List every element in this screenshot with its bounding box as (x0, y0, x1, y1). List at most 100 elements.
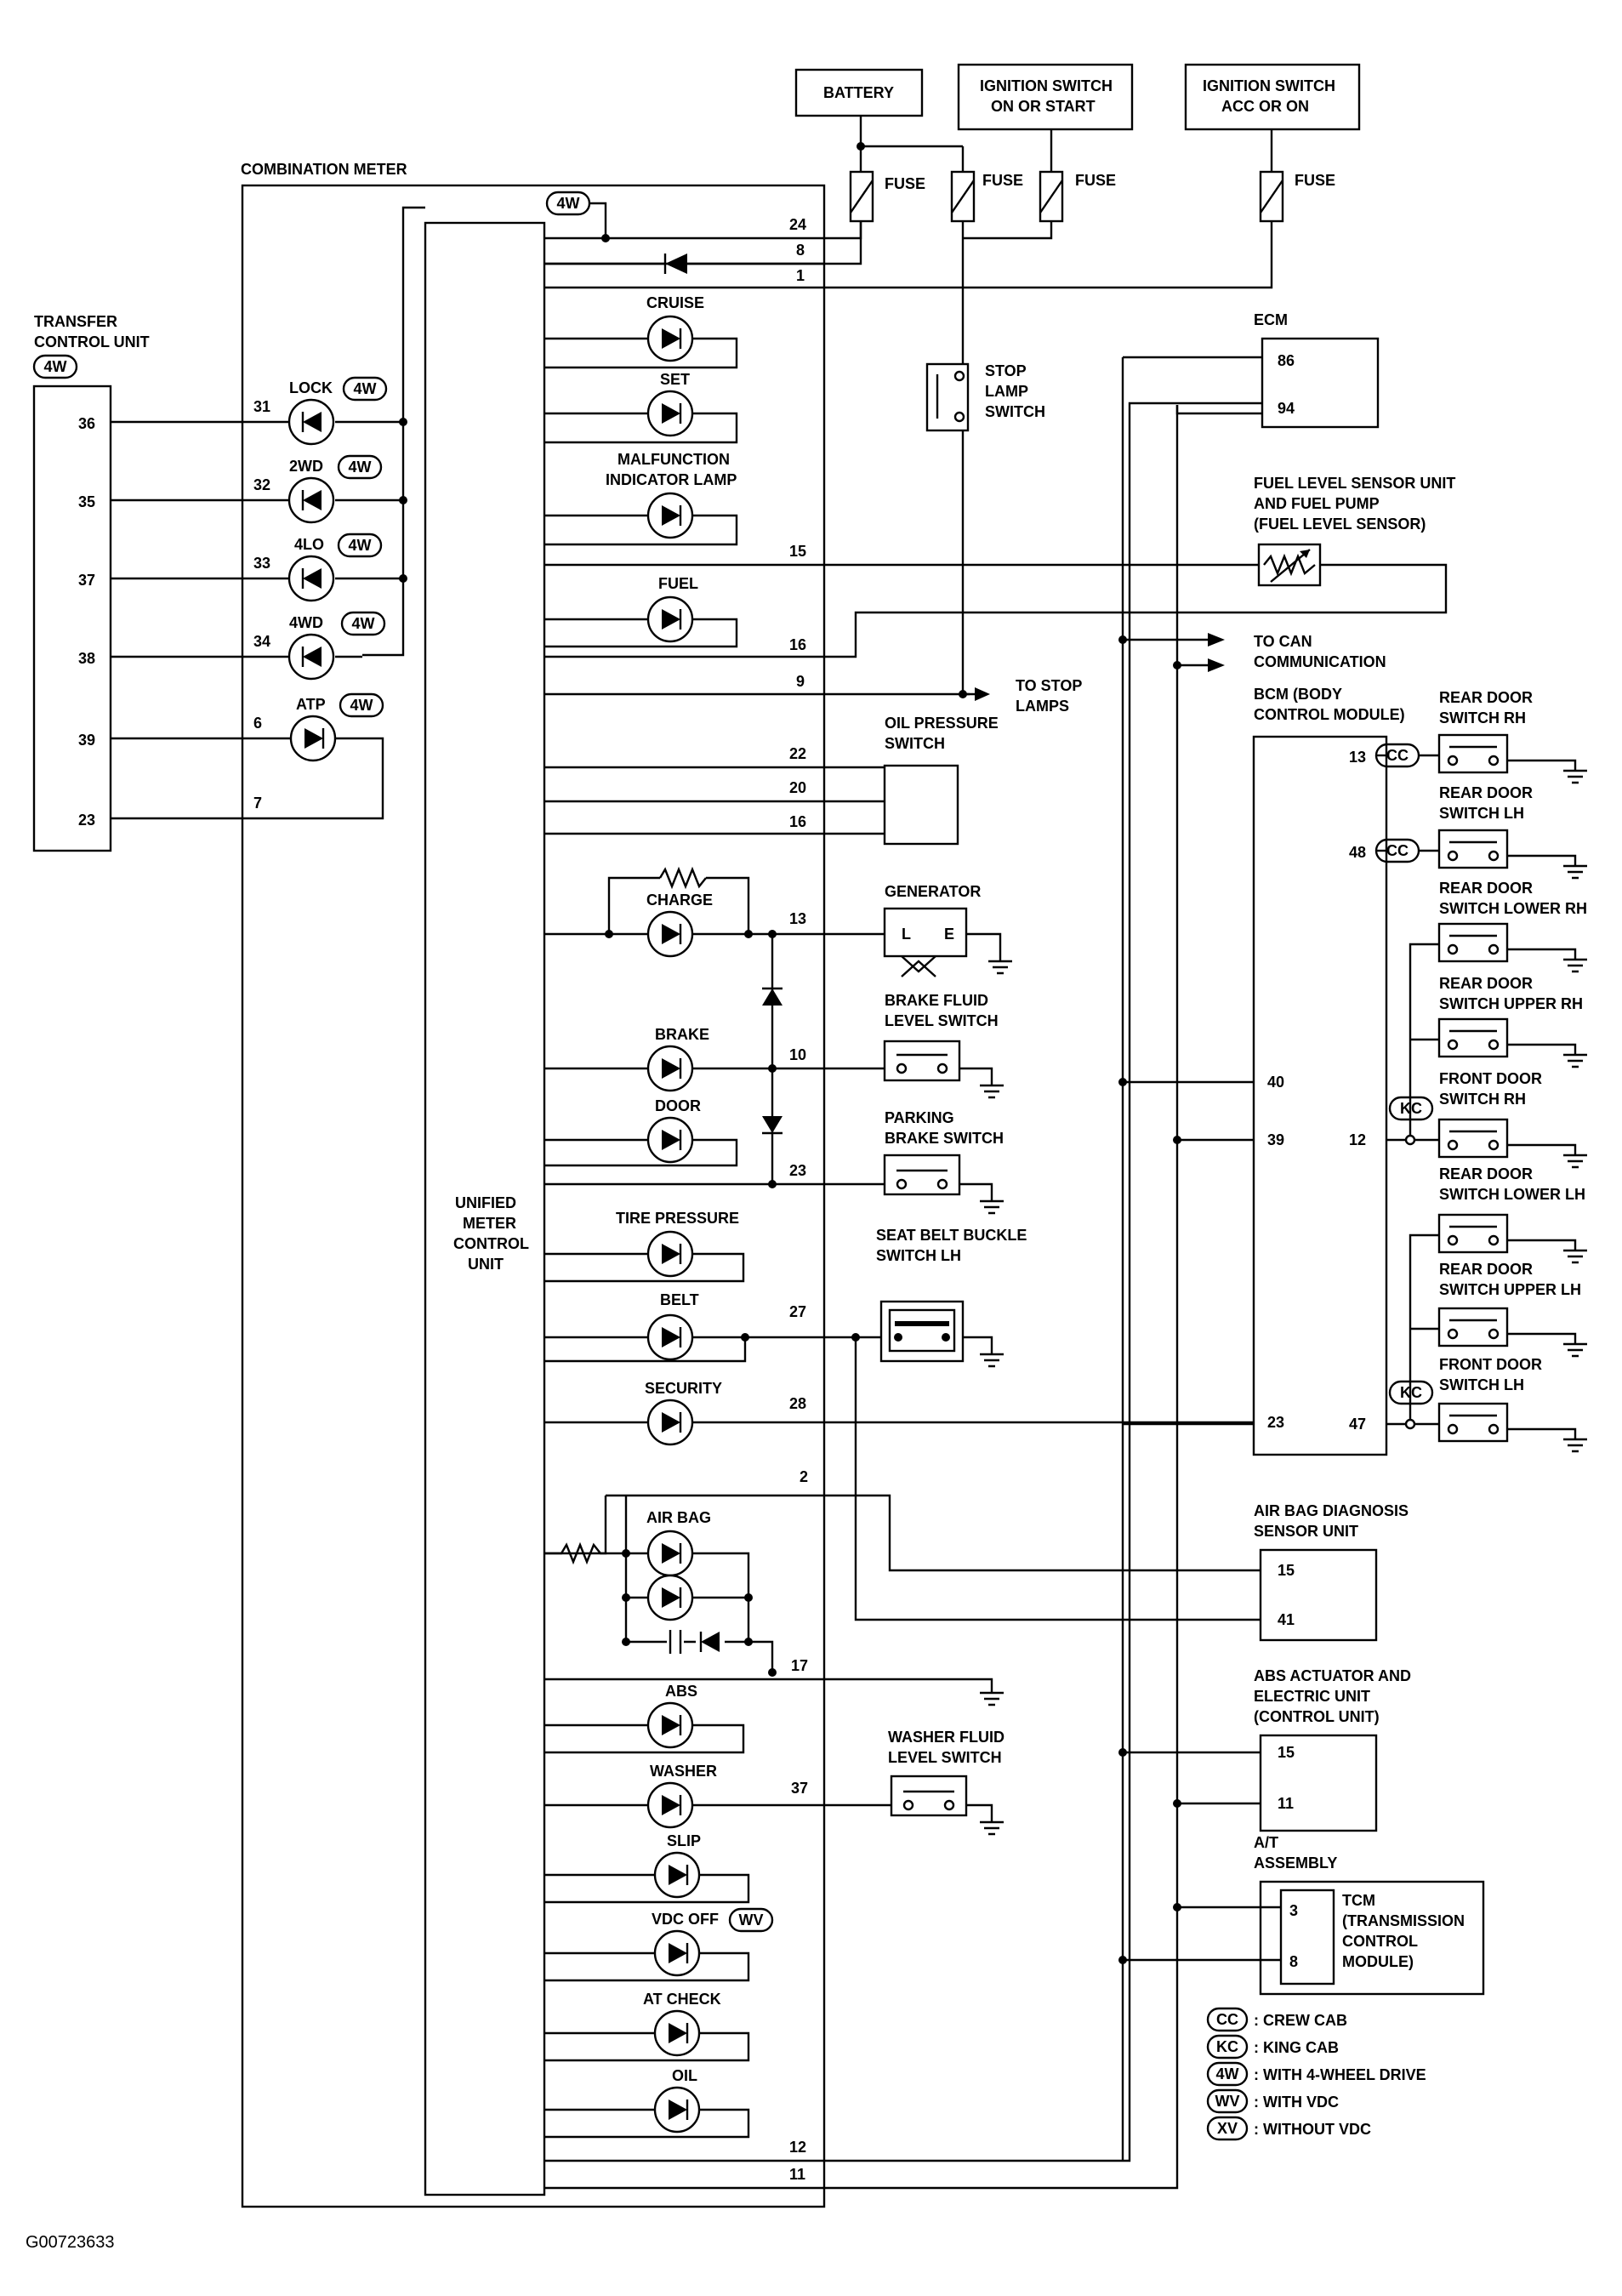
transfer-pin-labels: 36 35 37 38 39 23 (78, 415, 95, 829)
door-switch-label: FRONT DOOR (1439, 1070, 1542, 1087)
stop-lamp-label-3: SWITCH (985, 403, 1045, 420)
junction-dot (1118, 1078, 1127, 1086)
umcu-label-4: UNIT (468, 1256, 504, 1273)
svg-text:1: 1 (796, 267, 805, 284)
bcm-pin-40: 40 (1267, 1074, 1284, 1091)
brake-fluid-label-1: BRAKE FLUID (885, 992, 988, 1009)
meter-pin-7: 7 (253, 795, 262, 812)
svg-text:39: 39 (78, 732, 95, 749)
code-tag-4w: 4W (32, 354, 78, 379)
ignition-acc-on-box (1184, 63, 1361, 131)
indicator-label-2wd: 2WD (289, 458, 323, 475)
connector-terminal (1404, 1134, 1416, 1146)
wire-vdc-off (544, 1951, 750, 1982)
tcm-connector-box (1279, 1889, 1335, 1985)
wire-oil-pins (544, 766, 885, 835)
svg-text:4W: 4W (557, 195, 580, 212)
oil-pressure-switch-box (883, 764, 959, 846)
svg-text:4W: 4W (352, 615, 375, 632)
door-switch-label: SWITCH LOWER RH (1439, 900, 1587, 917)
wire-seat-belt-ground (963, 1336, 993, 1354)
wire-can (1123, 638, 1208, 667)
code-tag-wv: WV (728, 1907, 774, 1933)
ground-icon (1563, 1342, 1587, 1358)
wire-ign-link (963, 221, 1053, 240)
meter-pin-6: 6 (253, 715, 262, 732)
indicator-label-at-check: AT CHECK (643, 1991, 721, 2008)
legend-code-tag (1206, 2116, 1249, 2141)
battery-box (794, 68, 924, 117)
wire-brake-fluid-ground (959, 1067, 993, 1085)
ground-icon (1563, 958, 1587, 973)
indicator-lamp-icon (287, 633, 335, 681)
airbag-pin-15: 15 (1278, 1562, 1295, 1579)
code-tag-4w: 4W (339, 692, 384, 718)
indicator-lamp-icon (646, 1116, 694, 1164)
junction-dot (622, 1593, 630, 1602)
wire-abs (544, 1723, 745, 1754)
indicator-label-4lo: 4LO (294, 536, 324, 553)
ground-icon (1563, 1249, 1587, 1264)
indicator-lamp-icon (653, 2086, 701, 2134)
figure-id: G00723633 (26, 2233, 115, 2252)
wire-door-ground (1507, 948, 1577, 960)
junction-dot (1173, 1136, 1181, 1144)
svg-text:CC: CC (1386, 842, 1409, 859)
wire-door-ground (1507, 854, 1577, 866)
svg-text:15: 15 (789, 543, 806, 560)
indicator-label-brake: BRAKE (655, 1026, 709, 1043)
ground-icon (1563, 864, 1587, 880)
wire-oil (544, 2108, 750, 2139)
bcm-label-2: CONTROL MODULE) (1254, 706, 1405, 723)
meter-pin-32: 32 (253, 476, 270, 493)
svg-text:4W: 4W (349, 459, 372, 476)
code-tag-4w: 4W (340, 611, 386, 636)
legend-code: 4W (1216, 2065, 1239, 2082)
ground-icon (1563, 1154, 1587, 1169)
to-stop-lamps-label-2: LAMPS (1016, 698, 1069, 715)
wire-airbag-left (544, 1496, 607, 1555)
svg-text:23: 23 (78, 812, 95, 829)
door-switch-icon (1437, 1307, 1509, 1347)
ground-icon (980, 1199, 1004, 1215)
junction-dot (601, 234, 610, 242)
svg-text:4W: 4W (44, 358, 67, 375)
bcm-label-1: BCM (BODY (1254, 686, 1342, 703)
wire-pin-8 (680, 221, 862, 265)
airbag-diagnosis-unit-box (1259, 1548, 1378, 1642)
seat-belt-buckle-switch (879, 1300, 965, 1363)
door-switch-icon (1437, 922, 1509, 963)
svg-text:KC: KC (1400, 1100, 1422, 1117)
at-assembly-label-1: A/T (1254, 1834, 1278, 1851)
indicator-label-security: SECURITY (645, 1380, 722, 1397)
svg-text:17: 17 (791, 1657, 808, 1674)
wire-pin-1 (544, 221, 1273, 289)
indicator-lamp-icon (289, 715, 337, 762)
abs-actuator-unit-box (1259, 1734, 1378, 1832)
fuel-sensor-label-2: AND FUEL PUMP (1254, 495, 1380, 512)
indicator-label-washer: WASHER (650, 1763, 717, 1780)
brake-fluid-label-2: LEVEL SWITCH (885, 1012, 999, 1029)
ignition-acc-on-label-2: ACC OR ON (1221, 98, 1309, 115)
fuel-sensor-label-3: (FUEL LEVEL SENSOR) (1254, 516, 1426, 533)
door-switch-label: SWITCH LH (1439, 805, 1524, 822)
svg-text:12: 12 (789, 2139, 806, 2156)
indicator-label-slip: SLIP (667, 1832, 701, 1849)
legend-text: : CREW CAB (1254, 2012, 1347, 2029)
svg-text:28: 28 (789, 1395, 806, 1412)
wire-cruise (544, 337, 738, 369)
at-assembly-label-2: ASSEMBLY (1254, 1854, 1337, 1872)
legend-code: CC (1216, 2011, 1238, 2028)
svg-text:22: 22 (789, 745, 806, 762)
svg-text:16: 16 (789, 636, 806, 653)
indicator-label-airbag: AIR BAG (646, 1509, 711, 1526)
junction-dot (1118, 1956, 1127, 1964)
door-switch-label: SWITCH LOWER LH (1439, 1186, 1585, 1203)
junction-dot (622, 1638, 630, 1646)
wire-door-ground (1507, 1239, 1577, 1251)
svg-text:4W: 4W (354, 380, 377, 397)
abs-pin-15: 15 (1278, 1744, 1295, 1761)
